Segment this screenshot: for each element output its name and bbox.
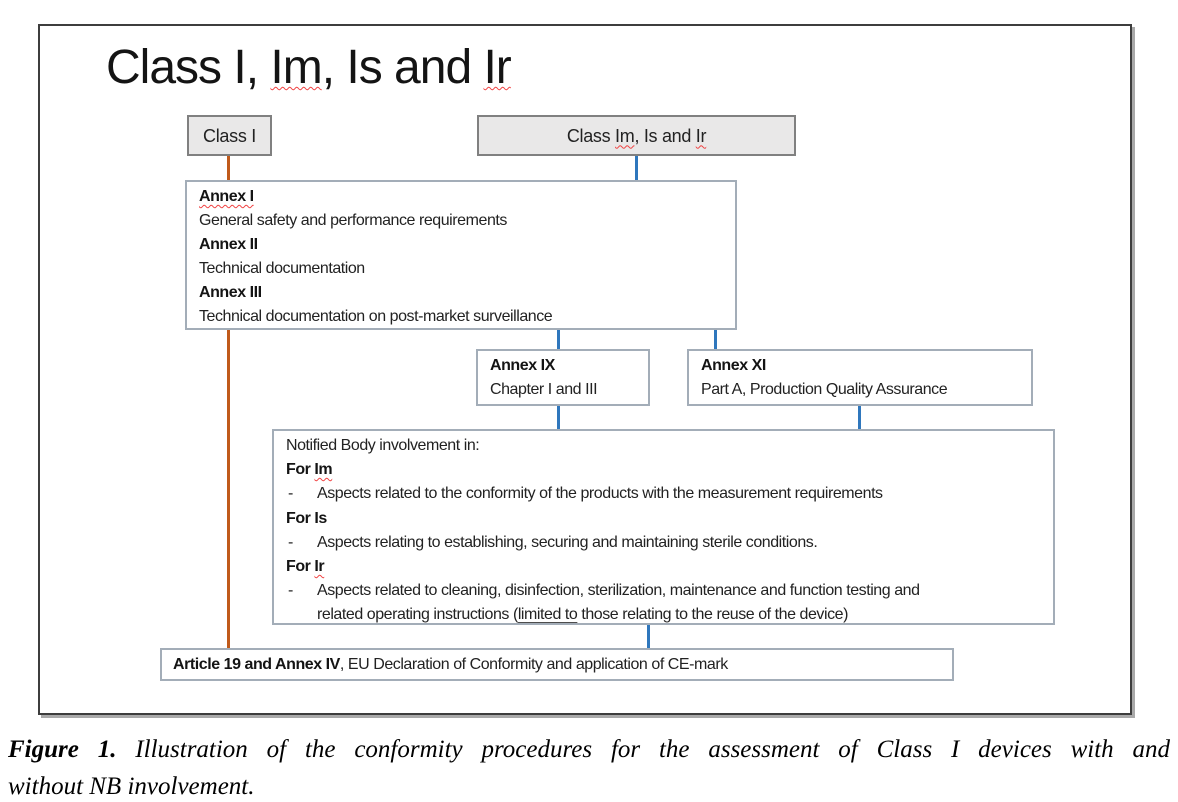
class-im-misspelled: Im	[615, 125, 635, 146]
caption-figure-label: Figure 1.	[8, 736, 117, 763]
connector-annex-to-annex-ix	[557, 329, 560, 350]
class-ir-misspelled: Ir	[695, 125, 707, 146]
title-text: Class I,	[106, 41, 271, 94]
annex-xi-desc: Part A, Production Quality Assurance	[701, 381, 948, 398]
annex-xi-title: Annex XI	[701, 357, 766, 374]
ir-bullet-line1: Aspects related to cleaning, disinfectio…	[317, 582, 920, 600]
class-i-label: Class I	[203, 125, 256, 146]
class-im-is-ir-box: Class Im, Is and Ir	[477, 115, 796, 156]
connector-annex-ix-to-notified	[557, 404, 560, 430]
class-i-box: Class I	[187, 115, 272, 156]
connector-annex-xi-to-notified	[858, 404, 861, 430]
diagram-title: Class I, Im, Is and Ir	[106, 40, 512, 95]
connector-class-i-to-article	[227, 156, 230, 649]
annex-ix-title: Annex IX	[490, 357, 555, 374]
is-bullet-text: Aspects relating to establishing, securi…	[317, 533, 818, 551]
title-im-misspelled: Im	[270, 41, 322, 94]
im-bullet-item: - Aspects related to the conformity of t…	[286, 482, 1041, 506]
annex-requirements-box: Annex I General safety and performance r…	[185, 180, 737, 330]
connector-notified-to-article	[647, 624, 650, 649]
annex2-desc: Technical documentation	[199, 260, 365, 277]
for-ir-term: Ir	[314, 558, 325, 576]
ir-bullet-underlined: limited to	[517, 606, 578, 624]
class-im-mid: , Is and	[634, 125, 696, 146]
connector-class-im-to-annex	[635, 156, 638, 182]
title-ir-misspelled: Ir	[483, 41, 511, 94]
im-bullet-text: Aspects related to the conformity of the…	[317, 485, 883, 503]
annex1-title: Annex I	[199, 188, 254, 205]
bullet-dash: -	[288, 533, 293, 551]
annex2-title: Annex II	[199, 236, 258, 253]
caption-text-line2: without NB involvement.	[8, 773, 255, 800]
bullet-dash: -	[288, 582, 293, 600]
class-im-pre: Class	[566, 125, 616, 146]
caption-text-line1: Illustration of the conformity procedure…	[116, 736, 1170, 763]
for-im-term: Im	[314, 461, 333, 479]
bullet-dash: -	[288, 485, 293, 503]
for-is-label: For Is	[286, 509, 327, 527]
for-im-prefix: For	[286, 461, 315, 479]
for-ir-prefix: For	[286, 558, 315, 576]
ir-bullet-line2-post: those relating to the reuse of the devic…	[577, 606, 848, 624]
annex-ix-box: Annex IX Chapter I and III	[476, 349, 650, 406]
notified-intro: Notified Body involvement in:	[286, 437, 480, 454]
annex-xi-box: Annex XI Part A, Production Quality Assu…	[687, 349, 1033, 406]
ir-bullet-line2-pre: related operating instructions (	[317, 606, 518, 624]
annex3-desc: Technical documentation on post-market s…	[199, 308, 553, 325]
ir-bullet-item: - Aspects related to cleaning, disinfect…	[286, 579, 1041, 627]
title-text-mid: , Is and	[321, 41, 484, 94]
connector-annex-to-annex-xi	[714, 329, 717, 350]
class-im-label: Class Im, Is and Ir	[566, 124, 707, 148]
annex-ix-desc: Chapter I and III	[490, 381, 598, 398]
article-19-rest: , EU Declaration of Conformity and appli…	[339, 655, 728, 673]
notified-body-box: Notified Body involvement in: For Im - A…	[272, 429, 1055, 625]
article-19-box: Article 19 and Annex IV, EU Declaration …	[160, 648, 954, 681]
annex1-desc: General safety and performance requireme…	[199, 212, 507, 229]
caption-line1: Figure 1. Illustration of the conformity…	[8, 731, 1170, 768]
is-bullet-item: - Aspects relating to establishing, secu…	[286, 531, 1041, 555]
annex3-title: Annex III	[199, 284, 262, 301]
figure-caption: Figure 1. Illustration of the conformity…	[8, 731, 1170, 802]
article-19-bold: Article 19 and Annex IV	[173, 655, 340, 673]
